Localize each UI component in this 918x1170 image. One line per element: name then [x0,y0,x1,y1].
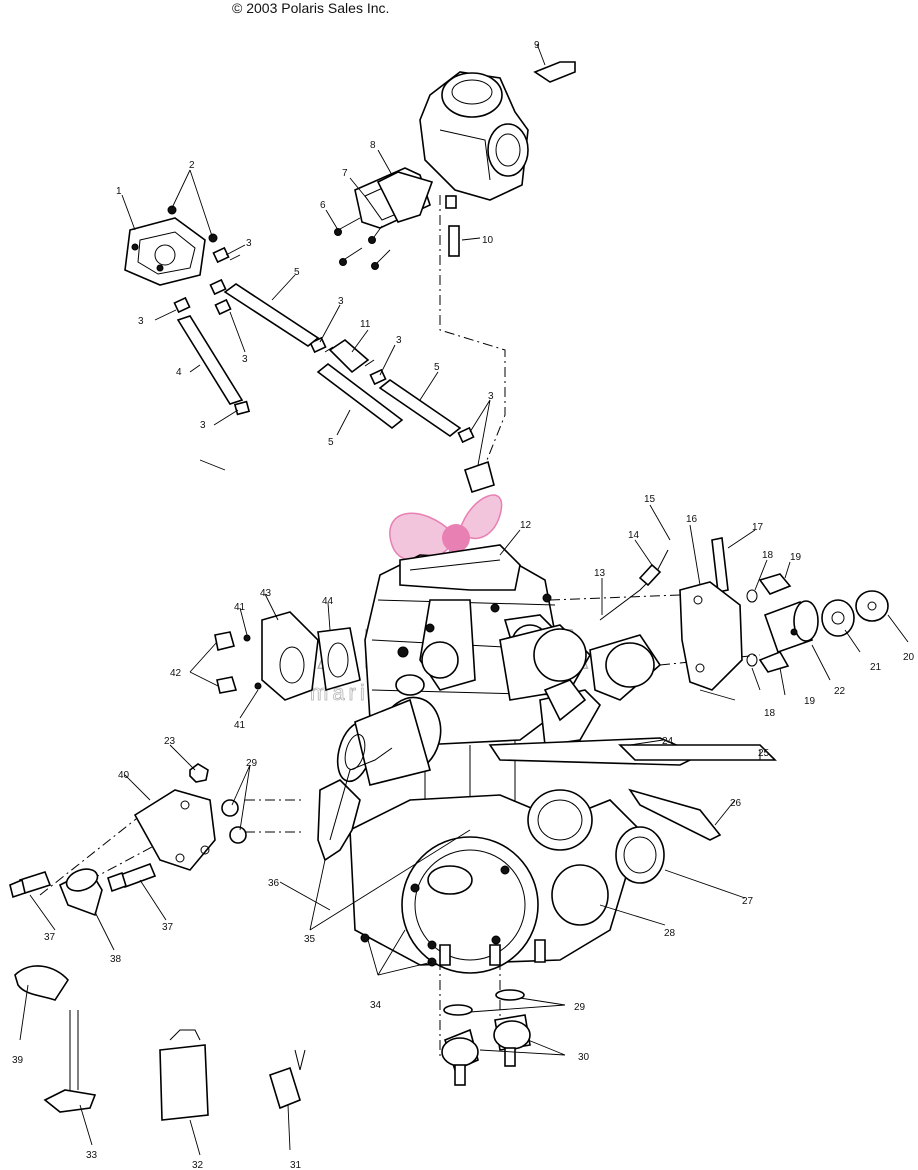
callout-3g: 3 [488,391,494,402]
callout-16: 16 [686,514,698,525]
callout-20: 20 [903,652,915,663]
copyright-notice: © 2003 Polaris Sales Inc. [232,0,390,16]
callout-19b: 19 [804,696,816,707]
callout-3c: 3 [242,354,248,365]
callout-30: 30 [578,1052,590,1063]
callout-15: 15 [644,494,656,505]
callout-41a: 41 [234,602,246,613]
fuel-hoses [176,283,462,437]
callout-6: 6 [320,200,326,211]
callout-33: 33 [86,1150,98,1161]
callout-5a: 5 [294,267,300,278]
callout-3f: 3 [396,335,402,346]
callout-7: 7 [342,168,348,179]
watermark-propeller-logo [389,494,503,606]
cables-and-rods [317,537,777,862]
front-mount-bracket [9,763,247,1001]
engine-block [349,544,665,974]
electrical-components [43,1010,306,1121]
callout-39: 39 [12,1055,24,1066]
callout-11: 11 [360,319,371,330]
callout-38: 38 [110,954,122,965]
oil-filter [336,696,442,786]
lower-mounts [360,933,531,1086]
callout-26: 26 [730,798,742,809]
callout-43: 43 [260,588,272,599]
callout-leaders [19,43,909,1156]
callout-29b: 29 [574,1002,586,1013]
fuel-filter [324,338,375,374]
callout-13: 13 [594,568,606,579]
callout-14: 14 [628,530,640,541]
fuel-pump [124,205,218,286]
callout-19a: 19 [790,552,802,563]
callout-24: 24 [662,736,674,747]
callout-18b: 18 [764,708,776,719]
intake-boot [499,624,662,722]
callout-22: 22 [834,686,846,697]
callout-3d: 3 [200,420,206,431]
rear-mount-bracket [679,573,889,691]
callout-29a: 29 [246,758,258,769]
callout-28: 28 [664,928,676,939]
callout-10: 10 [482,235,494,246]
callout-41b: 41 [234,720,246,731]
callout-17: 17 [752,522,764,533]
callout-27: 27 [742,896,754,907]
callout-18a: 18 [762,550,774,561]
callout-37a: 37 [44,932,56,943]
callout-40: 40 [118,770,130,781]
exhaust-flange [214,611,361,701]
fuel-fittings [173,246,495,494]
callout-31: 31 [290,1160,302,1170]
callout-23a: 23 [164,736,176,747]
callout-32: 32 [192,1160,204,1170]
callout-9: 9 [534,40,540,51]
callout-44: 44 [322,596,334,607]
callout-4: 4 [176,367,182,378]
callout-1: 1 [116,186,122,197]
callout-21: 21 [870,662,882,673]
callout-3a: 3 [246,238,252,249]
callout-12: 12 [520,520,532,531]
callout-3b: 3 [138,316,144,327]
callout-37b: 37 [162,922,174,933]
callout-36: 36 [268,878,280,889]
callout-5b: 5 [434,362,440,373]
callout-labels: 1 2 3 3 3 3 3 3 3 3 4 5 5 5 5 6 7 8 9 10… [12,40,915,1170]
callout-34: 34 [370,1000,382,1011]
callout-3e: 3 [338,296,344,307]
carburetor [334,61,576,270]
callout-2: 2 [189,160,195,171]
callout-42: 42 [170,668,182,679]
callout-25: 25 [758,748,770,759]
callout-5c: 5 [328,437,334,448]
callout-8: 8 [370,140,376,151]
callout-35: 35 [304,934,316,945]
